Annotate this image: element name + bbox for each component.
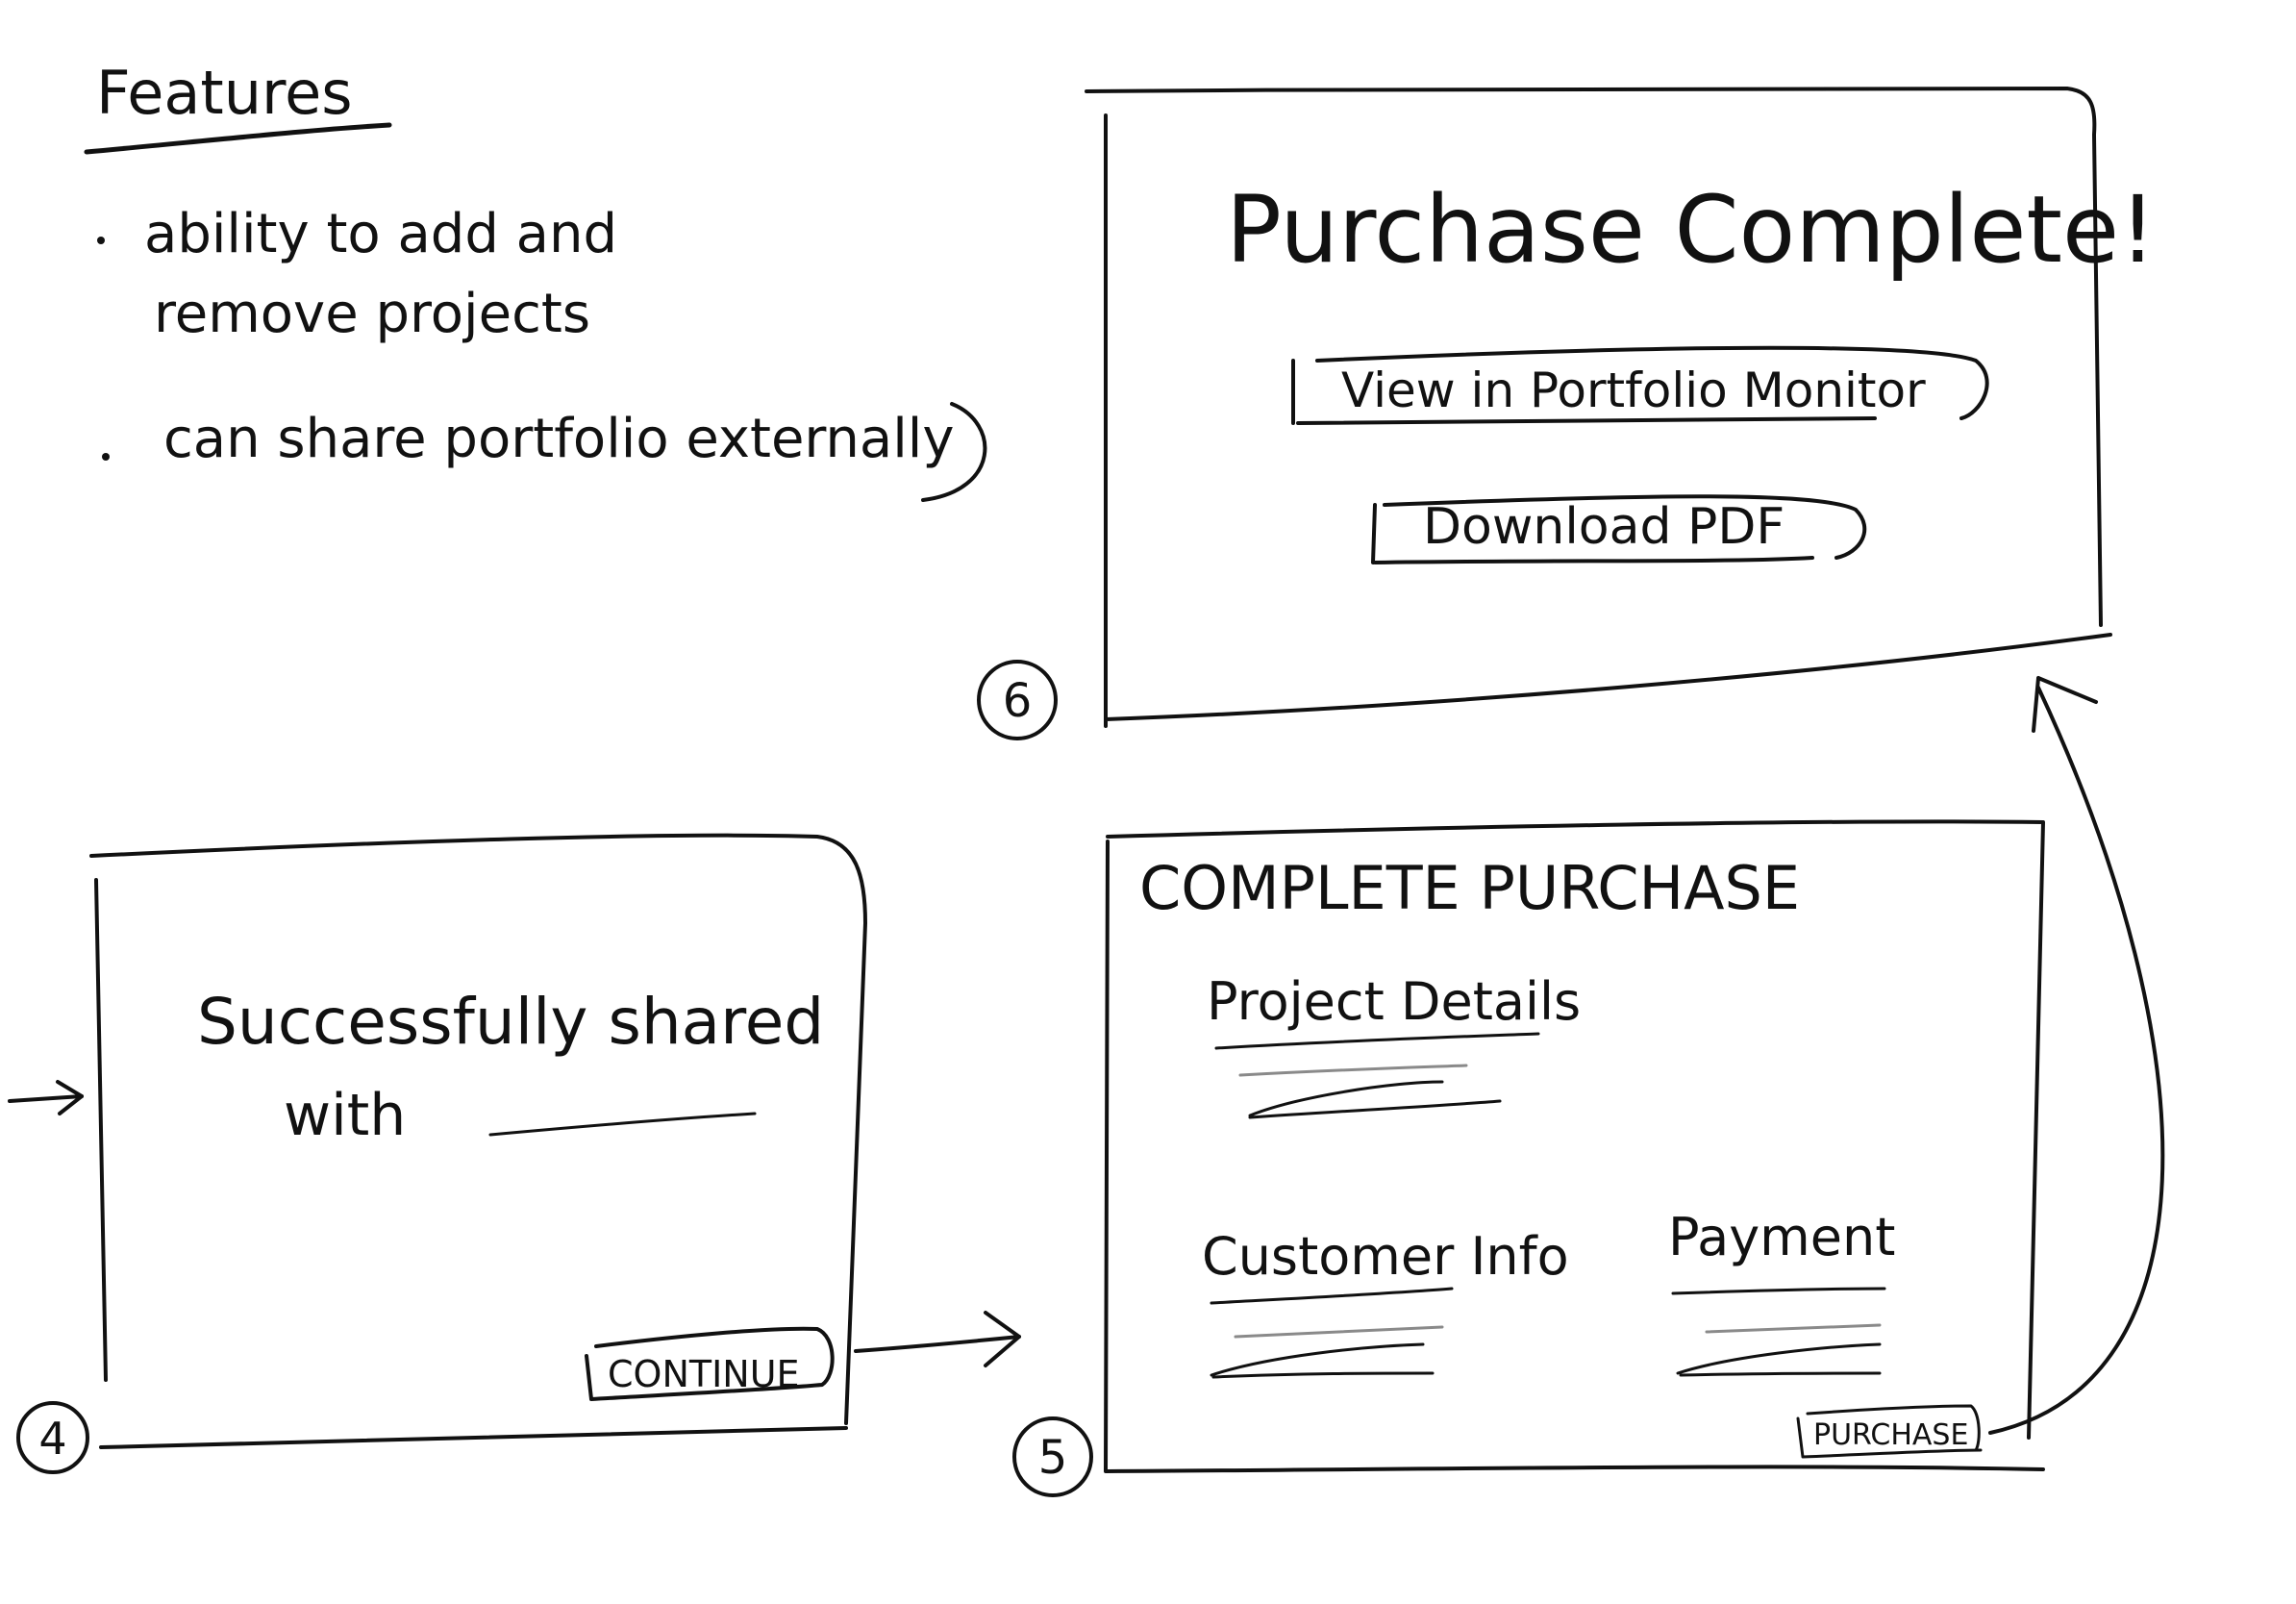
number-circle	[1012, 1416, 1093, 1497]
bullet-dot	[102, 453, 110, 461]
features-bullet-1-line-2: remove projects	[154, 283, 590, 345]
customer-info-heading: Customer Info	[1202, 1226, 1569, 1287]
number-circle	[16, 1401, 89, 1474]
screen-5: COMPLETE PURCHASE Project Details Custom…	[1012, 819, 2045, 1497]
number-circle	[977, 660, 1058, 740]
features-heading-underline	[84, 122, 392, 155]
purchase-label: PURCHASE	[1813, 1418, 1968, 1452]
view-button-outline	[1291, 345, 1989, 425]
continue-button-outline	[585, 1326, 835, 1401]
payment-heading: Payment	[1668, 1207, 1895, 1267]
screen-6-title: Purchase Complete!	[1226, 176, 2157, 284]
screen-5-number: 5	[1038, 1431, 1068, 1485]
project-details-placeholder-line-2	[1248, 1080, 1502, 1119]
continue-label: CONTINUE	[608, 1353, 800, 1395]
features-heading: Features	[96, 58, 353, 128]
customer-info-placeholder-line-1	[1234, 1325, 1444, 1339]
screen-5-frame	[1104, 819, 2045, 1473]
incoming-arrow	[8, 1080, 84, 1115]
customer-info-placeholder-line-2	[1210, 1342, 1435, 1379]
screen-6-number-badge: 6	[977, 660, 1058, 740]
screen-5-title: COMPLETE PURCHASE	[1139, 853, 1800, 923]
payment-placeholder-line-1	[1705, 1323, 1882, 1334]
arrow-5-to-6	[1988, 676, 2165, 1435]
screen-4-number: 4	[38, 1413, 66, 1465]
download-button-outline	[1371, 494, 1867, 564]
project-details-heading: Project Details	[1207, 971, 1581, 1032]
features-notes: Features ability to add and remove proje…	[84, 58, 987, 502]
download-pdf-button[interactable]: Download PDF	[1371, 494, 1867, 564]
features-bullet-1-line-1: ability to add and	[144, 203, 617, 265]
view-in-portfolio-monitor-button[interactable]: View in Portfolio Monitor	[1291, 345, 1989, 425]
screen-6-frame	[1085, 86, 2112, 728]
payment-underline	[1671, 1287, 1886, 1295]
screen-4: Successfully shared with CONTINUE 4	[8, 833, 867, 1474]
screen-4-frame	[89, 833, 867, 1449]
payment-placeholder-line-2	[1676, 1342, 1882, 1377]
project-details-underline	[1214, 1032, 1540, 1050]
screen-4-message-line-1: Successfully shared	[197, 985, 824, 1059]
purchase-button-outline	[1796, 1404, 1983, 1459]
arrow-4-to-5	[854, 1311, 1021, 1367]
recipient-blank-line	[488, 1112, 757, 1137]
view-in-portfolio-monitor-label: View in Portfolio Monitor	[1341, 363, 1926, 418]
customer-info-underline	[1210, 1287, 1454, 1305]
screen-5-number-badge: 5	[1012, 1416, 1093, 1497]
screen-4-number-badge: 4	[16, 1401, 89, 1474]
screen-4-message-line-2: with	[284, 1082, 406, 1149]
project-details-placeholder-line-1	[1238, 1064, 1468, 1077]
features-bullet-2: can share portfolio externally	[163, 408, 955, 470]
screen-6-number: 6	[1003, 674, 1033, 728]
download-pdf-label: Download PDF	[1423, 498, 1784, 556]
bullet-dot	[97, 237, 105, 244]
screen-6: Purchase Complete! View in Portfolio Mon…	[977, 86, 2157, 740]
continue-button[interactable]: CONTINUE	[585, 1326, 835, 1401]
purchase-button[interactable]: PURCHASE	[1796, 1404, 1983, 1459]
externally-descender-flourish	[921, 402, 987, 502]
